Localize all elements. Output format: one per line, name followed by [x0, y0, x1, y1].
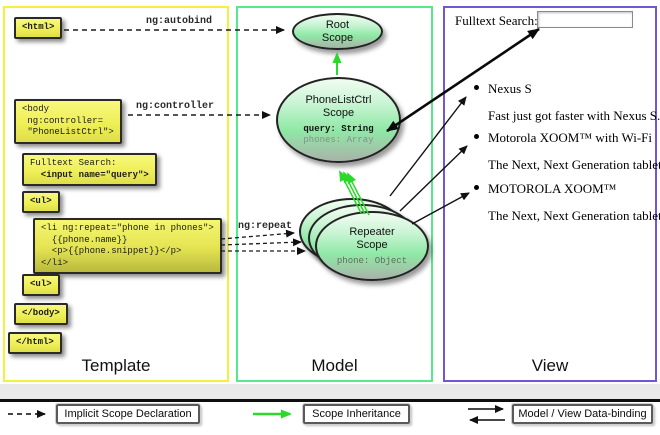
bullet-icon: [474, 85, 479, 90]
model-column: Model: [236, 6, 433, 382]
view-search-input[interactable]: [537, 11, 633, 28]
code-box-html-close: </html>: [8, 332, 62, 354]
phonelistctrl-prop-phones: phones: Array: [303, 135, 374, 145]
legend-scope-inheritance-box: Scope Inheritance: [302, 403, 411, 425]
view-column-label: View: [531, 356, 569, 375]
repeater-scope-title: Repeater Scope: [349, 225, 395, 251]
ng-repeat-label: ng:repeat: [237, 221, 292, 232]
legend-implicit-scope-box: Implicit Scope Declaration: [55, 403, 201, 425]
root-scope-ellipse: Root Scope: [292, 13, 383, 50]
view-item-xoom: MOTOROLA XOOM™ The Next, Next Generation…: [474, 181, 660, 224]
legend-databinding-box: Model / View Data-binding: [511, 403, 654, 425]
bullet-icon: [474, 134, 479, 139]
repeater-prop-phone: phone: Object: [336, 255, 408, 266]
view-item-xoom-wifi: Motorola XOOM™ with Wi-Fi The Next, Next…: [474, 130, 660, 173]
code-box-ul-open: <ul>: [22, 191, 60, 213]
root-scope-title: Root Scope: [321, 18, 354, 44]
view-item-desc: The Next, Next Generation tablet.: [488, 208, 660, 223]
view-item-desc: Fast just got faster with Nexus S.: [488, 108, 660, 123]
view-item-nexus: Nexus S Fast just got faster with Nexus …: [474, 81, 660, 124]
view-item-title: MOTOROLA XOOM™: [474, 181, 648, 197]
template-column-label: Template: [81, 356, 151, 375]
view-search-label: Fulltext Search:: [455, 13, 538, 28]
code-box-fulltext-search: Fulltext Search: <input name="query">: [22, 153, 157, 186]
view-item-title: Motorola XOOM™ with Wi-Fi: [474, 130, 652, 146]
code-box-body-close: </body>: [14, 303, 68, 325]
legend-databinding-label: Model / View Data-binding: [518, 408, 647, 420]
fulltext-input-line: <input name="query">: [30, 169, 149, 180]
legend-scope-inheritance-label: Scope Inheritance: [312, 408, 401, 420]
bottom-gray-strip: [0, 384, 660, 399]
view-item-title-text: Nexus S: [488, 81, 532, 96]
ng-controller-label: ng:controller: [135, 101, 214, 112]
view-item-title-text: MOTOROLA XOOM™: [488, 181, 617, 196]
code-box-body-open: <body ng:controller= "PhoneListCtrl">: [14, 99, 122, 144]
view-item-desc: The Next, Next Generation tablet.: [488, 157, 660, 172]
view-item-title-text: Motorola XOOM™ with Wi-Fi: [488, 130, 653, 145]
code-box-ul-close: <ul>: [22, 274, 60, 296]
phonelistctrl-scope-ellipse: PhoneListCtrl Scope query: String phones…: [276, 77, 401, 163]
fulltext-label-line: Fulltext Search:: [30, 158, 117, 168]
phonelistctrl-scope-title: PhoneListCtrl Scope: [305, 94, 372, 119]
repeater-scope-ellipse-front: Repeater Scope phone: Object: [315, 211, 429, 281]
code-box-html-open: <html>: [14, 17, 63, 39]
phonelistctrl-prop-query: query: String: [303, 124, 374, 134]
bullet-icon: [474, 185, 479, 190]
legend-implicit-scope-label: Implicit Scope Declaration: [64, 408, 192, 420]
model-column-label: Model: [311, 356, 358, 375]
ng-autobind-label: ng:autobind: [145, 16, 212, 27]
view-item-title: Nexus S: [474, 81, 648, 97]
legend-separator-line: [0, 399, 660, 402]
code-box-li-repeat: <li ng:repeat="phone in phones"> {{phone…: [33, 218, 222, 274]
